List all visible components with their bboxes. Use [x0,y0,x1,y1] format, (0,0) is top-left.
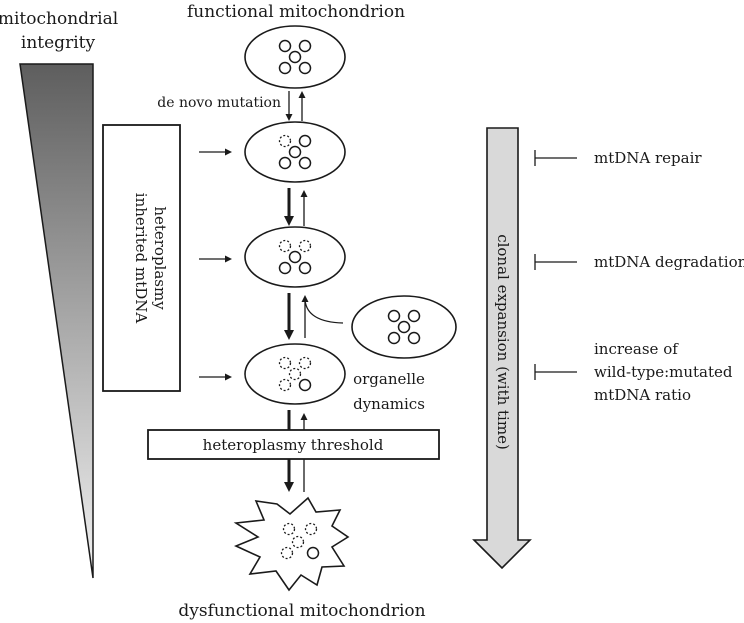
clonal-expansion-arrow [472,127,532,570]
integrity-label-line-1: mitochondrial [0,9,118,29]
clonal-expansion-label: clonal expansion (with time) [494,234,512,450]
inherited-line-2: heteroplasmy [151,206,169,310]
fusing-healthy-mitochondrion [351,295,457,359]
functional-mitochondrion-label: functional mitochondrion [187,2,405,22]
inhibitor-degradation [534,254,577,270]
de-novo-arrows [285,91,306,121]
organelle-dynamics-line-2: dynamics [353,395,425,413]
inherited-heteroplasmy-text: inherited mtDNA heteroplasmy [132,193,169,324]
inherited-heteroplasmy-box [102,124,181,392]
heteroplasmy-threshold-label: heteroplasmy threshold [203,436,384,454]
inhibitor-ratio [534,364,577,380]
dysfunctional-mitochondrion-label: dysfunctional mitochondrion [178,601,425,621]
progression-arrows-1-2 [284,188,308,226]
integrity-label-line-2: integrity [21,33,96,53]
mitochondrion-stage-1 [244,121,346,183]
organelle-dynamics-line-1: organelle [353,370,425,388]
integrity-gradient-wedge [19,63,94,579]
mitochondrion-stage-3 [244,343,346,405]
inherited-arrows [199,148,232,381]
inherited-line-1: inherited mtDNA [132,193,150,324]
ratio-label-line-2: wild-type:mutated [594,363,733,381]
ratio-label-line-1: increase of [594,340,679,358]
inhibitor-repair [534,150,577,166]
functional-mitochondrion [244,25,346,89]
de-novo-mutation-label: de novo mutation [157,95,281,111]
progression-arrows-2-3 [284,293,344,340]
heteroplasmy-threshold-bar [147,429,440,460]
mitochondrion-stage-2 [244,226,346,288]
mtdna-degradation-label: mtDNA degradation [594,253,744,271]
mtdna-repair-label: mtDNA repair [594,149,702,167]
dysfunctional-mitochondrion [233,496,350,592]
ratio-label-line-3: mtDNA ratio [594,386,691,404]
